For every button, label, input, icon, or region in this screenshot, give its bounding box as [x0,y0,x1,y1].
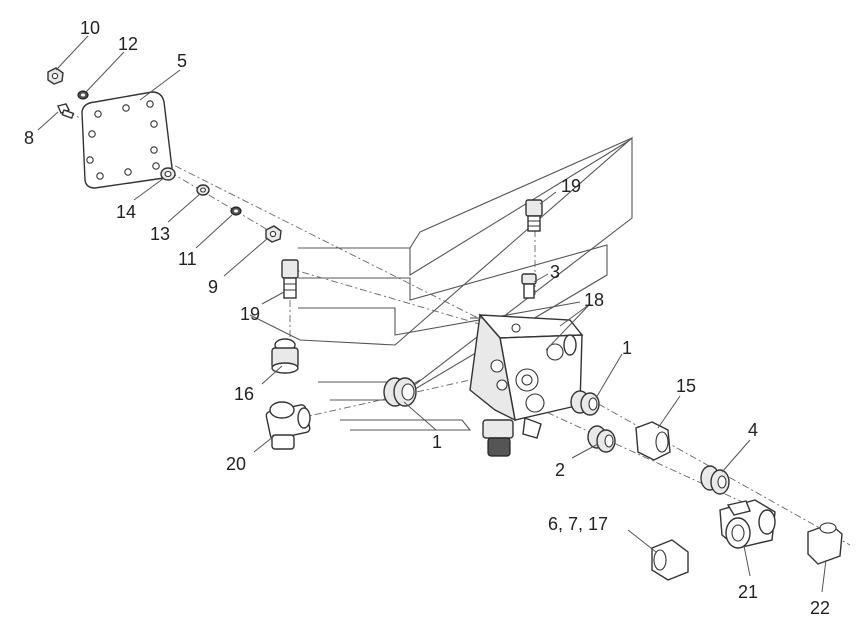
fitting-16 [271,338,299,374]
callout-18: 18 [584,290,604,310]
fitting-1-right [570,390,600,416]
callout-4: 4 [748,420,758,440]
callout-1-right: 1 [622,338,632,358]
assembly-axes [67,111,851,546]
callout-5: 5 [177,51,187,71]
callout-11: 11 [178,249,197,269]
callout-2: 2 [555,460,565,480]
callout-16: 16 [234,384,254,404]
bolt-8 [57,103,75,120]
fitting-3 [521,273,537,299]
callout-12: 12 [118,34,138,54]
callout-9: 9 [208,277,218,297]
callout-6-7-17: 6, 7, 17 [548,514,608,534]
fitting-2 [587,425,616,453]
fitting-19-left [281,259,299,299]
washer-12 [77,90,89,100]
nut-15 [635,421,671,461]
nut-6-7-17 [651,539,689,581]
callout-14: 14 [116,202,136,222]
callout-19-left: 19 [240,304,260,324]
callout-10: 10 [80,18,100,38]
washer-14 [160,167,176,181]
callout-labels: 10 12 5 8 14 13 11 9 19 19 3 18 1 1 16 1… [24,18,830,618]
nut-10 [47,67,64,85]
callout-19-upper: 19 [561,176,581,196]
elbow-fitting-22 [807,522,843,565]
callout-15: 15 [676,376,696,396]
callout-1-left: 1 [432,432,442,452]
nut-9 [265,225,282,243]
fitting-19-upper [525,199,543,232]
callout-3: 3 [550,262,560,282]
callout-22: 22 [810,598,830,618]
valve-block [469,313,584,457]
leader-lines [37,35,827,593]
callout-8: 8 [24,128,34,148]
tee-fitting-21 [719,499,776,549]
tee-fitting-20 [265,401,311,450]
cover-plate [81,91,173,189]
washer-11 [230,206,242,216]
washer-13 [196,184,210,196]
callout-13: 13 [150,224,170,244]
fitting-1-left [383,377,417,407]
callout-21: 21 [738,582,758,602]
callout-20: 20 [226,454,246,474]
fitting-4 [700,465,730,495]
